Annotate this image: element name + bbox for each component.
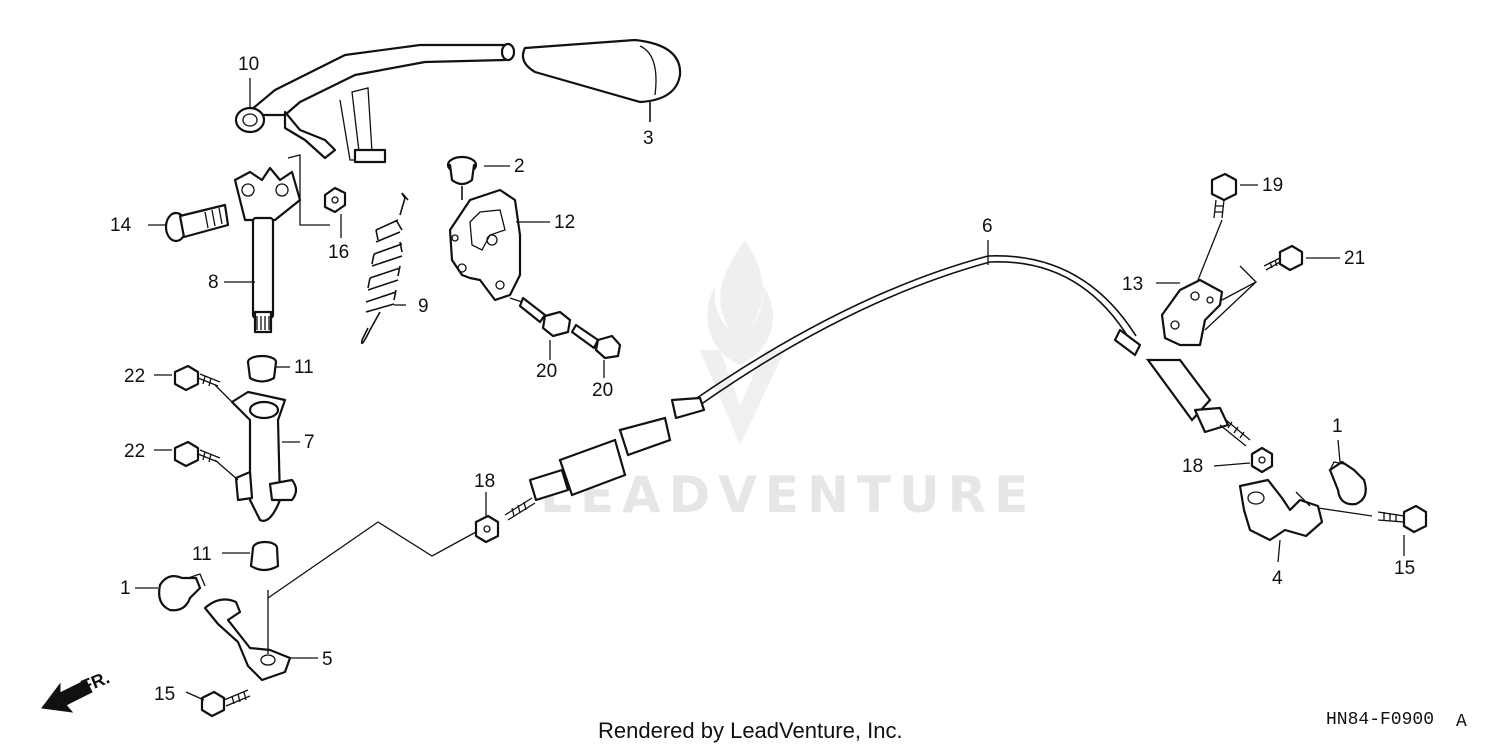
bushing-lower-part bbox=[249, 540, 280, 572]
callout-9: 9 bbox=[418, 296, 429, 317]
leader-22-group bbox=[214, 384, 239, 481]
arm-housing-part bbox=[230, 390, 298, 522]
lever-knob-part bbox=[521, 38, 682, 122]
shift-lever-part bbox=[234, 42, 516, 164]
callout-11-b: 11 bbox=[192, 544, 212, 565]
ball-joint-left-part bbox=[158, 573, 206, 612]
bolt-15-left-part bbox=[200, 689, 251, 718]
callout-14: 14 bbox=[110, 215, 132, 236]
callout-15-a: 15 bbox=[154, 684, 175, 705]
stopper-part bbox=[446, 155, 478, 200]
callout-leaders bbox=[135, 78, 1405, 701]
bolt-22b-part bbox=[173, 440, 221, 468]
callout-16: 16 bbox=[328, 242, 349, 263]
callout-20-b: 20 bbox=[592, 380, 613, 401]
leader-4-1-15 bbox=[1317, 507, 1373, 517]
bolt-15-right-part bbox=[1377, 504, 1428, 534]
gate-plate-part bbox=[448, 188, 522, 302]
callout-15-b: 15 bbox=[1394, 558, 1415, 579]
callout-2: 2 bbox=[514, 156, 525, 177]
callout-3: 3 bbox=[643, 128, 654, 149]
callout-5: 5 bbox=[322, 649, 333, 670]
callout-22-b: 22 bbox=[124, 441, 145, 462]
callout-4: 4 bbox=[1272, 568, 1283, 589]
callout-18-a: 18 bbox=[474, 471, 495, 492]
return-spring-part bbox=[360, 192, 409, 345]
ball-joint-right-part bbox=[1328, 460, 1367, 506]
pin-part bbox=[164, 203, 230, 243]
cable-arm-part bbox=[1238, 478, 1324, 542]
callout-8: 8 bbox=[208, 272, 219, 293]
callout-6: 6 bbox=[982, 216, 993, 237]
callout-labels: 10 3 2 12 14 16 8 9 6 20 20 11 22 7 22 1… bbox=[110, 54, 1415, 705]
leader-arm-to-nut bbox=[267, 521, 477, 599]
watermark-logo-icon bbox=[700, 240, 785, 445]
front-direction-arrow-icon: FR. bbox=[41, 667, 112, 713]
callout-12: 12 bbox=[554, 212, 575, 233]
callout-13: 13 bbox=[1122, 274, 1143, 295]
cable-bracket-part bbox=[1160, 265, 1258, 347]
callout-1-b: 1 bbox=[1332, 416, 1343, 437]
diagram-code-suffix: A bbox=[1456, 712, 1467, 732]
callout-21: 21 bbox=[1344, 248, 1365, 269]
leader-16 bbox=[287, 154, 330, 226]
nut-18-left-part bbox=[474, 514, 500, 544]
lower-shift-arm-part bbox=[203, 590, 292, 682]
pivot-shaft-part bbox=[233, 166, 302, 334]
bolt-19-part bbox=[1197, 172, 1238, 281]
callout-18-b: 18 bbox=[1182, 456, 1203, 477]
callout-1-a: 1 bbox=[120, 578, 131, 599]
callout-20-a: 20 bbox=[536, 361, 557, 382]
nut-part bbox=[323, 186, 347, 214]
callout-7: 7 bbox=[304, 432, 315, 453]
credit-text: Rendered by LeadVenture, Inc. bbox=[598, 718, 903, 743]
nut-18-right-part bbox=[1250, 446, 1274, 474]
callout-22-a: 22 bbox=[124, 366, 145, 387]
diagram-code: HN84-F0900 bbox=[1326, 710, 1434, 730]
callout-11-a: 11 bbox=[294, 357, 314, 378]
callout-19: 19 bbox=[1262, 175, 1283, 196]
shift-cable-part bbox=[504, 255, 1251, 521]
bolt-22a-part bbox=[173, 364, 221, 392]
front-arrow-label: FR. bbox=[78, 667, 112, 696]
bolt-21-part bbox=[1263, 244, 1304, 272]
bolt-20a-part bbox=[509, 296, 572, 338]
bolt-20b-part bbox=[570, 323, 622, 360]
bushing-upper-part bbox=[246, 354, 278, 383]
callout-10: 10 bbox=[238, 54, 259, 75]
